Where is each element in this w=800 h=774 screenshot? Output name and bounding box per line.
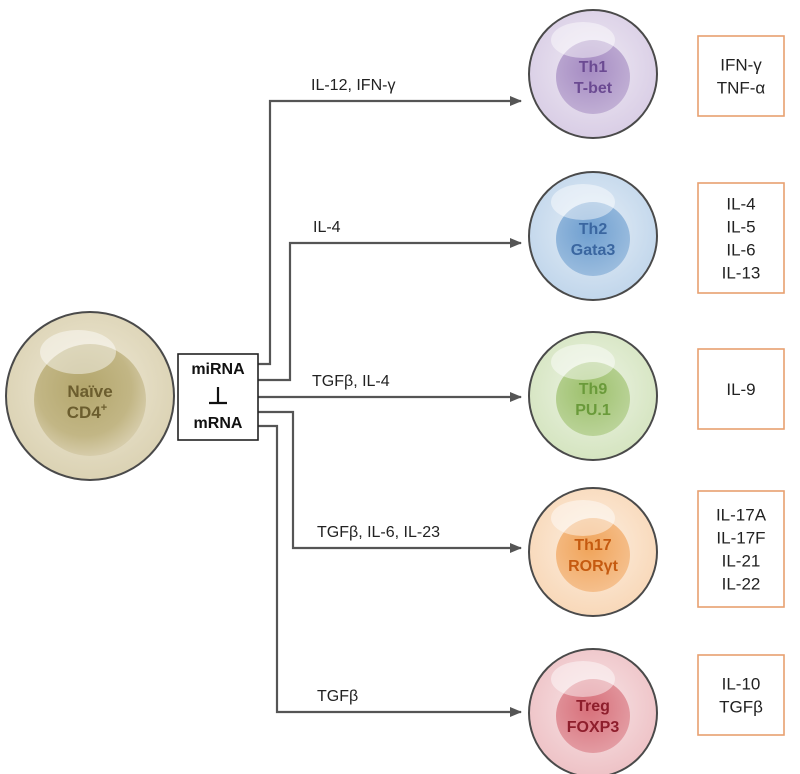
cytokine-th17-0: IL-17A bbox=[716, 506, 767, 525]
connector-th2 bbox=[258, 238, 522, 382]
connector-th17 bbox=[258, 410, 522, 553]
cd4-label: CD4+ bbox=[67, 402, 107, 422]
subset-cells: Th1T-betTh2Gata3Th9PU.1Th17RORγtTregFOXP… bbox=[528, 9, 658, 774]
inhibition-symbol bbox=[209, 387, 227, 405]
cell-treg-name: Treg bbox=[576, 698, 610, 715]
stimulus-th9: TGFβ, IL-4 bbox=[312, 373, 390, 390]
stimulus-th2: IL-4 bbox=[313, 219, 341, 236]
stimulus-treg: TGFβ bbox=[317, 688, 358, 705]
cytokine-box-th17-frame bbox=[697, 490, 785, 608]
cell-th2-tf: Gata3 bbox=[571, 242, 616, 259]
stimulus-labels: IL-12, IFN-γ IL-4 TGFβ, IL-4 TGFβ, IL-6,… bbox=[311, 77, 440, 705]
cell-treg-nucleus bbox=[556, 679, 630, 753]
mrna-label: mRNA bbox=[194, 415, 243, 432]
cytokine-th1-0: IFN-γ bbox=[720, 56, 762, 75]
cell-treg-highlight bbox=[551, 661, 615, 697]
naive-label: Naïve bbox=[67, 382, 112, 401]
cytokine-box-th2: IL-4IL-5IL-6IL-13 bbox=[697, 182, 785, 294]
cell-th1-highlight bbox=[551, 22, 615, 58]
cell-th2-name: Th2 bbox=[579, 221, 608, 238]
cytokine-th2-3: IL-13 bbox=[722, 264, 761, 283]
cytokine-box-th1-frame bbox=[697, 35, 785, 117]
cell-th1-name: Th1 bbox=[579, 59, 608, 76]
cell-th9-nucleus bbox=[556, 362, 630, 436]
connector-treg bbox=[258, 424, 522, 717]
connector-lines bbox=[258, 96, 522, 717]
cell-th17-tf: RORγt bbox=[568, 558, 618, 575]
stimulus-th1: IL-12, IFN-γ bbox=[311, 77, 395, 94]
naive-cd4-cell: Naïve CD4+ bbox=[5, 311, 175, 481]
cell-th9-name: Th9 bbox=[579, 381, 608, 398]
cytokine-box-th9-frame bbox=[697, 348, 785, 430]
cell-th17-nucleus bbox=[556, 518, 630, 592]
cytokine-th2-2: IL-6 bbox=[726, 241, 755, 260]
connector-th1 bbox=[258, 96, 522, 366]
cell-th17-name: Th17 bbox=[574, 537, 611, 554]
cytokine-th17-2: IL-21 bbox=[722, 552, 761, 571]
cell-th1-tf: T-bet bbox=[574, 80, 613, 97]
cytokine-th2-1: IL-5 bbox=[726, 218, 755, 237]
mirna-regulation-box: miRNA mRNA bbox=[177, 353, 259, 441]
cytokine-box-treg-frame bbox=[697, 654, 785, 736]
cytokine-th9-0: IL-9 bbox=[726, 380, 755, 399]
mirna-label: miRNA bbox=[191, 361, 245, 378]
stimulus-th17: TGFβ, IL-6, IL-23 bbox=[317, 524, 440, 541]
cytokine-th17-1: IL-17F bbox=[716, 529, 765, 548]
cytokine-boxes: IFN-γTNF-αIL-4IL-5IL-6IL-13IL-9IL-17AIL-… bbox=[697, 35, 785, 736]
cytokine-treg-1: TGFβ bbox=[719, 698, 763, 717]
cytokine-box-th2-frame bbox=[697, 182, 785, 294]
cell-treg-tf: FOXP3 bbox=[567, 719, 620, 736]
cell-th2-nucleus bbox=[556, 202, 630, 276]
cell-th9-highlight bbox=[551, 344, 615, 380]
cell-th2-highlight bbox=[551, 184, 615, 220]
cell-th17-highlight bbox=[551, 500, 615, 536]
cell-th9-tf: PU.1 bbox=[575, 402, 611, 419]
cytokine-treg-0: IL-10 bbox=[722, 675, 761, 694]
cytokine-th2-0: IL-4 bbox=[726, 195, 755, 214]
cell-th1-nucleus bbox=[556, 40, 630, 114]
cytokine-th17-3: IL-22 bbox=[722, 575, 761, 594]
cytokine-box-th9: IL-9 bbox=[697, 348, 785, 430]
cytokine-th1-1: TNF-α bbox=[717, 79, 766, 98]
